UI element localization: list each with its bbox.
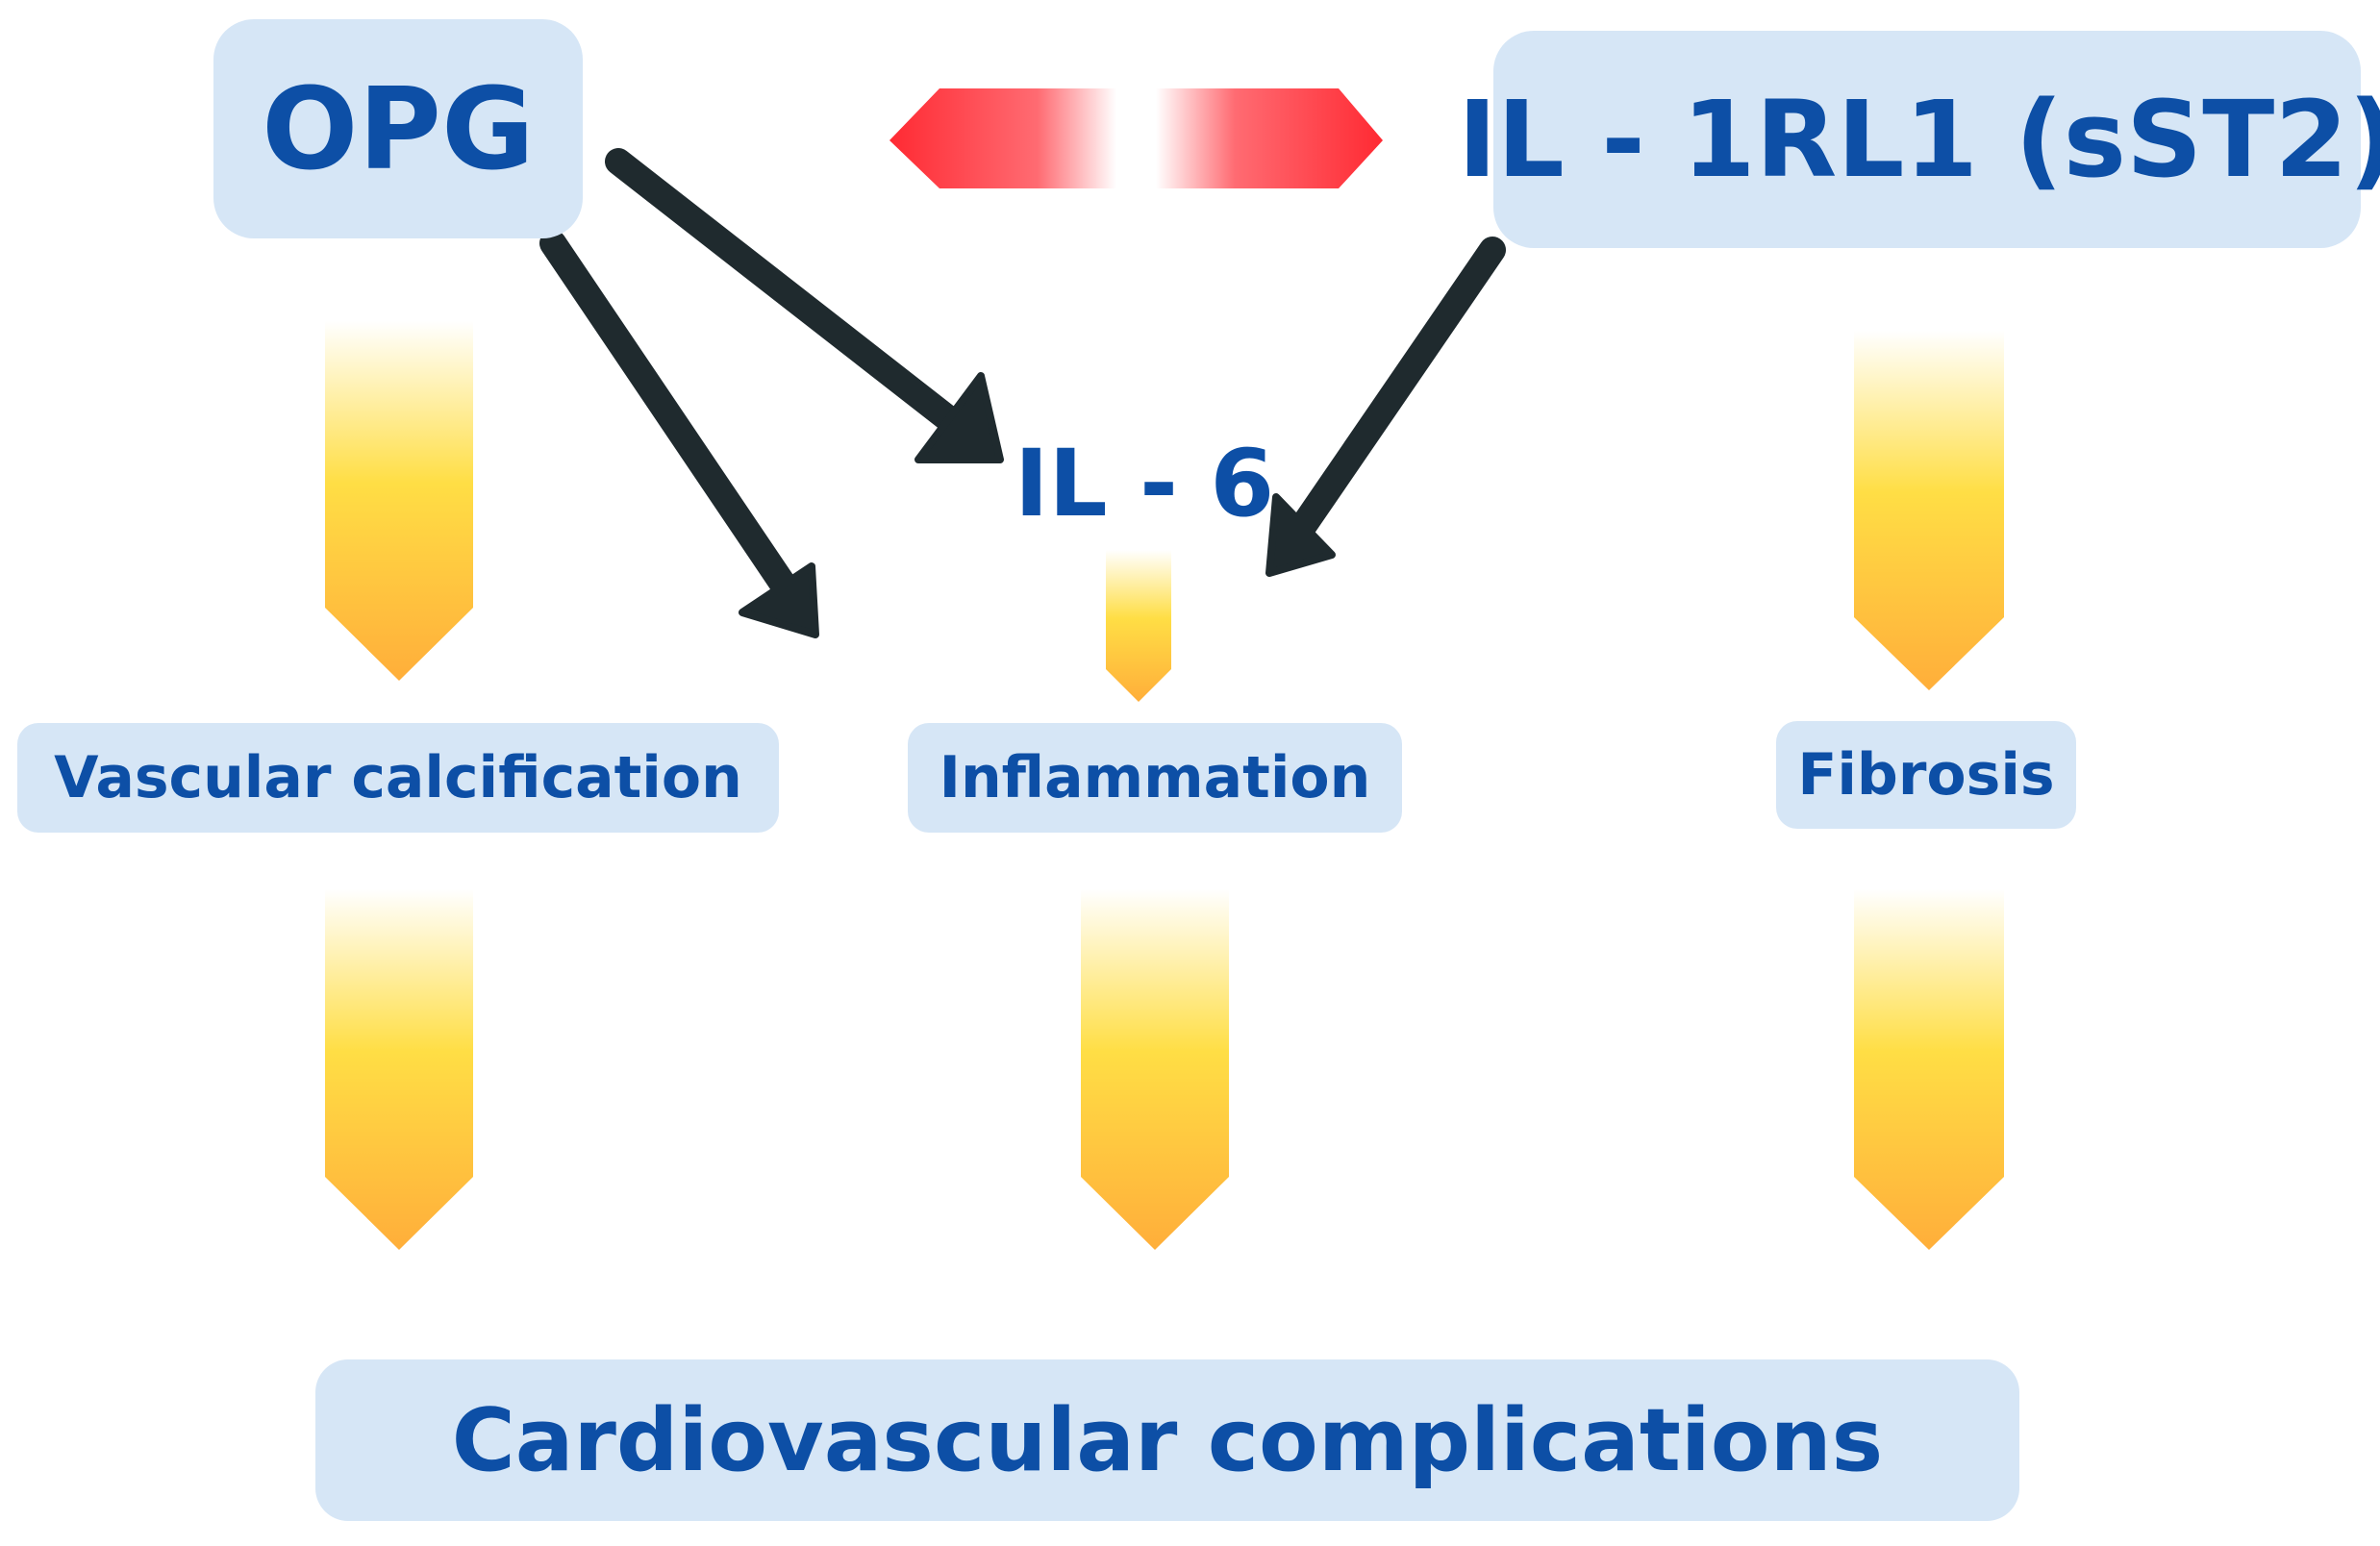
node-opg: OPG: [213, 19, 583, 238]
node-inflammation: Inflammation: [908, 723, 1402, 833]
pointer-il6-to-inflammation: [1106, 550, 1171, 702]
arrow-il1rl1-to-il6: [1265, 237, 1506, 577]
node-fibrosis-label: Fibrosis: [1797, 741, 2055, 809]
pointer-inflammation-to-cardiovascular: [1081, 889, 1229, 1250]
node-vascular-calcification-label: Vascular calcification: [54, 744, 742, 811]
pointer-fibrosis-to-cardiovascular: [1854, 889, 2004, 1250]
node-cardiovascular-complications: Cardiovascular complications: [315, 1359, 2019, 1521]
node-cardiovascular-complications-label: Cardiovascular complications: [451, 1389, 1884, 1491]
node-il1rl1: IL - 1RL1 (sST2): [1458, 31, 2380, 248]
interaction-bar: [889, 88, 1383, 188]
node-fibrosis: Fibrosis: [1776, 721, 2076, 829]
node-il6: IL - 6: [1010, 430, 1279, 537]
pointer-vascular-calcification-to-cardiovascular: [325, 889, 473, 1250]
node-vascular-calcification: Vascular calcification: [17, 723, 779, 833]
pointer-il1rl1-to-fibrosis: [1854, 331, 2004, 690]
arrow-opg-to-inflammation: [539, 230, 819, 638]
node-opg-label: OPG: [262, 62, 535, 195]
pointer-opg-to-vascular-calcification: [325, 321, 473, 681]
node-inflammation-label: Inflammation: [939, 744, 1371, 811]
node-il6-label: IL - 6: [1014, 430, 1275, 537]
arrow-opg-to-il6: [605, 148, 1004, 463]
node-il1rl1-label: IL - 1RL1 (sST2): [1457, 78, 2380, 201]
